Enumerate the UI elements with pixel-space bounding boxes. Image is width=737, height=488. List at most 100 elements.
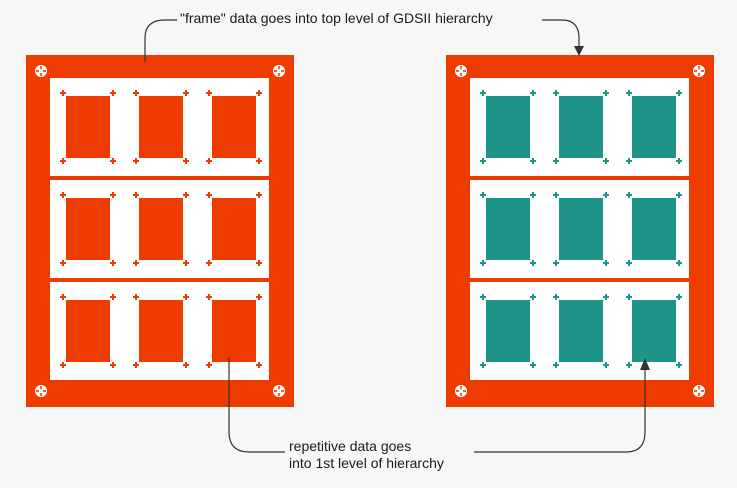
cross-marker-icon bbox=[60, 260, 66, 266]
die-pad bbox=[66, 198, 110, 260]
cross-marker-icon bbox=[256, 158, 262, 164]
die-pad bbox=[212, 96, 256, 158]
cross-marker-icon bbox=[480, 260, 486, 266]
cross-marker-icon bbox=[626, 192, 632, 198]
die-cell bbox=[543, 180, 616, 278]
cross-marker-icon bbox=[133, 90, 139, 96]
cross-marker-icon bbox=[553, 192, 559, 198]
bottom-annotation-line-2: into 1st level of hierarchy bbox=[289, 455, 444, 471]
cross-marker-icon bbox=[480, 294, 486, 300]
cross-marker-icon bbox=[603, 192, 609, 198]
cross-marker-icon bbox=[256, 90, 262, 96]
cross-marker-icon bbox=[676, 362, 682, 368]
die-cell bbox=[50, 78, 123, 176]
cross-marker-icon bbox=[60, 90, 66, 96]
cross-marker-icon bbox=[530, 192, 536, 198]
cross-marker-icon bbox=[110, 260, 116, 266]
cross-marker-icon bbox=[530, 158, 536, 164]
die-pad bbox=[66, 300, 110, 362]
cross-marker-icon bbox=[553, 158, 559, 164]
cross-marker-icon bbox=[626, 362, 632, 368]
die-cell bbox=[196, 282, 269, 380]
bottom-right-connector bbox=[474, 367, 646, 453]
cross-marker-icon bbox=[110, 362, 116, 368]
die-pad bbox=[559, 300, 603, 362]
bottom-left-connector bbox=[228, 357, 285, 453]
cross-marker-icon bbox=[676, 294, 682, 300]
die-pad bbox=[559, 198, 603, 260]
bottom-annotation-text: repetitive data goes into 1st level of h… bbox=[289, 438, 444, 472]
die-cell bbox=[616, 78, 689, 176]
cross-marker-icon bbox=[206, 260, 212, 266]
cross-marker-icon bbox=[110, 192, 116, 198]
die-cell bbox=[543, 282, 616, 380]
die-pad bbox=[66, 96, 110, 158]
top-annotation-text: "frame" data goes into top level of GDSI… bbox=[180, 10, 493, 26]
die-cell bbox=[123, 180, 196, 278]
alignment-mark-icon bbox=[455, 65, 467, 77]
die-cell bbox=[470, 180, 543, 278]
die-pad bbox=[486, 96, 530, 158]
cross-marker-icon bbox=[110, 294, 116, 300]
cross-marker-icon bbox=[183, 294, 189, 300]
cross-marker-icon bbox=[256, 294, 262, 300]
die-pad bbox=[632, 300, 676, 362]
cross-marker-icon bbox=[603, 158, 609, 164]
die-pad bbox=[139, 300, 183, 362]
cross-marker-icon bbox=[60, 192, 66, 198]
cross-marker-icon bbox=[480, 192, 486, 198]
cross-marker-icon bbox=[480, 90, 486, 96]
die-pad bbox=[212, 198, 256, 260]
cross-marker-icon bbox=[676, 192, 682, 198]
cross-marker-icon bbox=[626, 260, 632, 266]
arrow-head-icon bbox=[640, 358, 650, 370]
cross-marker-icon bbox=[60, 294, 66, 300]
cross-marker-icon bbox=[206, 90, 212, 96]
die-cell bbox=[616, 180, 689, 278]
die-cell bbox=[196, 78, 269, 176]
cross-marker-icon bbox=[603, 362, 609, 368]
cross-marker-icon bbox=[626, 294, 632, 300]
die-pad bbox=[486, 198, 530, 260]
cross-marker-icon bbox=[183, 260, 189, 266]
cross-marker-icon bbox=[110, 158, 116, 164]
cross-marker-icon bbox=[60, 158, 66, 164]
cross-marker-icon bbox=[530, 90, 536, 96]
alignment-mark-icon bbox=[693, 65, 705, 77]
die-pad bbox=[212, 300, 256, 362]
cross-marker-icon bbox=[530, 260, 536, 266]
die-cell bbox=[470, 282, 543, 380]
die-pad bbox=[139, 96, 183, 158]
cross-marker-icon bbox=[133, 192, 139, 198]
bottom-annotation-line-1: repetitive data goes bbox=[289, 438, 412, 454]
die-cell bbox=[616, 282, 689, 380]
annotation-connectors bbox=[144, 19, 650, 453]
left-frame-panel bbox=[26, 55, 294, 407]
die-cell bbox=[196, 180, 269, 278]
cross-marker-icon bbox=[206, 192, 212, 198]
alignment-mark-icon bbox=[693, 385, 705, 397]
cross-marker-icon bbox=[110, 90, 116, 96]
cross-marker-icon bbox=[206, 158, 212, 164]
cross-marker-icon bbox=[530, 362, 536, 368]
die-cell bbox=[470, 78, 543, 176]
cross-marker-icon bbox=[183, 192, 189, 198]
arrow-head-icon bbox=[574, 46, 584, 56]
cross-marker-icon bbox=[553, 294, 559, 300]
cross-marker-icon bbox=[603, 260, 609, 266]
cross-marker-icon bbox=[133, 158, 139, 164]
alignment-mark-icon bbox=[273, 65, 285, 77]
die-cell bbox=[123, 78, 196, 176]
cross-marker-icon bbox=[603, 294, 609, 300]
cross-marker-icon bbox=[626, 158, 632, 164]
right-frame-panel bbox=[446, 55, 714, 407]
die-pad bbox=[559, 96, 603, 158]
die-cell bbox=[543, 78, 616, 176]
cross-marker-icon bbox=[553, 260, 559, 266]
cross-marker-icon bbox=[256, 192, 262, 198]
cross-marker-icon bbox=[676, 158, 682, 164]
cross-marker-icon bbox=[183, 158, 189, 164]
cross-marker-icon bbox=[256, 260, 262, 266]
